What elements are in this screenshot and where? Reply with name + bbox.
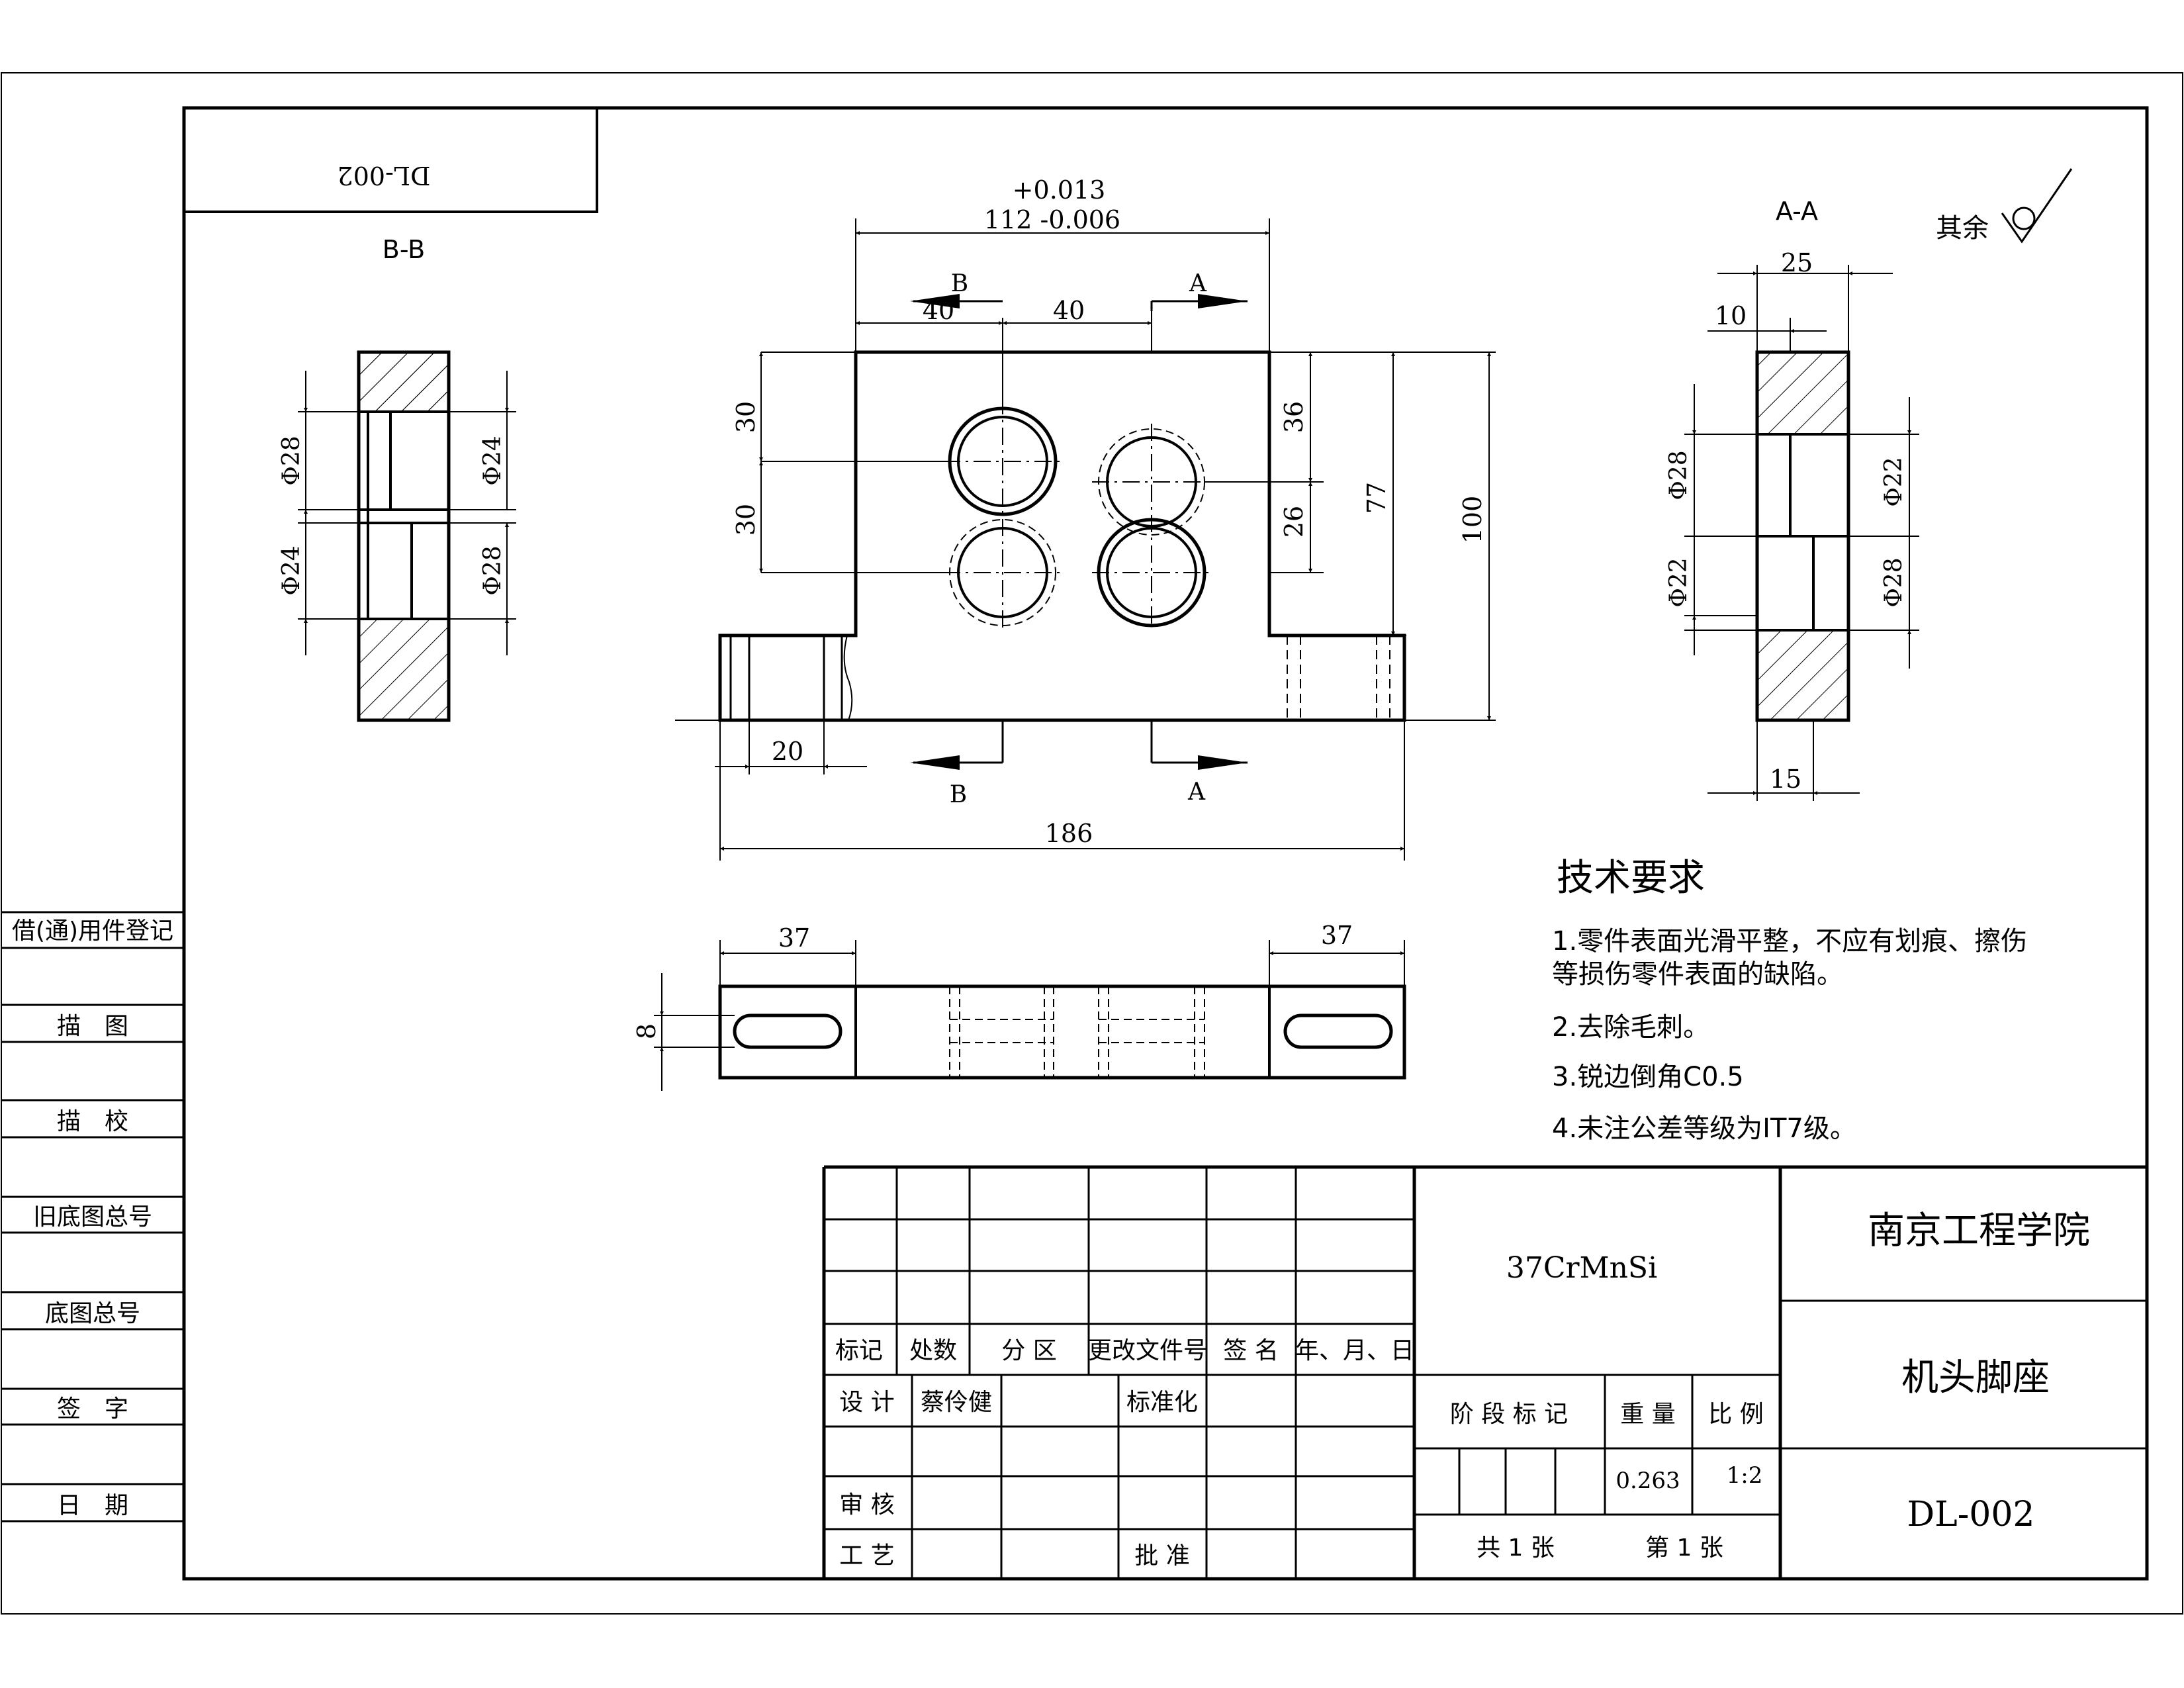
drawing-number: DL-002 — [1907, 1495, 2034, 1534]
side-cell-borrow: 借(通)用件登记 — [12, 917, 173, 945]
side-cell-trace-check: 描 校 — [57, 1108, 128, 1135]
aa-dim-phi28-bottom: Φ28 — [1880, 557, 1907, 607]
dim-186: 186 — [1045, 819, 1093, 848]
school-name: 南京工程学院 — [1868, 1209, 2090, 1252]
side-cell-old-base-no: 旧底图总号 — [33, 1203, 152, 1231]
corner-code: DL-002 — [337, 161, 430, 190]
total-sheets: 共 1 张 — [1477, 1534, 1555, 1562]
aa-dim-15: 15 — [1770, 765, 1801, 794]
dim-30-lower: 30 — [731, 504, 760, 536]
tech-req-line1a: 1.零件表面光滑平整，不应有划痕、擦伤 — [1552, 926, 2027, 957]
dim-77: 77 — [1362, 482, 1391, 514]
outer-border — [1, 72, 2183, 1615]
side-cell-date: 日 期 — [57, 1492, 128, 1519]
front-view — [675, 218, 1496, 861]
dim-40-middle: 40 — [1053, 296, 1085, 325]
aa-dim-25: 25 — [1781, 248, 1813, 277]
weight-value: 0.263 — [1615, 1468, 1680, 1494]
drawing-frame — [182, 106, 2149, 1581]
stage-mark-label: 阶 段 标 记 — [1450, 1401, 1568, 1428]
dim-30-upper: 30 — [731, 401, 760, 433]
tech-req-title: 技术要求 — [1557, 857, 1705, 900]
tech-req-line4: 4.未注公差等级为IT7级。 — [1552, 1113, 1856, 1144]
dim-26: 26 — [1279, 506, 1308, 538]
side-cell-signature: 签 字 — [57, 1395, 128, 1423]
bb-dim-phi28-top: Φ28 — [278, 436, 305, 485]
scale-label: 比 例 — [1708, 1401, 1763, 1428]
title-block — [822, 1165, 2147, 1579]
top-dim-37-left: 37 — [778, 923, 810, 953]
section-mark-a-bottom: A — [1187, 778, 1206, 806]
top-view — [654, 940, 1406, 1091]
dim-100: 100 — [1458, 496, 1487, 544]
aa-dim-phi22-bottom: Φ22 — [1665, 557, 1692, 607]
aa-dim-phi22-top: Φ22 — [1880, 457, 1907, 506]
dim-tolerance-upper: +0.013 — [1013, 175, 1106, 205]
rev-header-date: 年、月、日 — [1295, 1337, 1414, 1364]
side-registration-table — [1, 911, 184, 1523]
surface-note-text: 其余 — [1936, 213, 1989, 244]
section-mark-b-bottom: B — [950, 781, 967, 808]
surface-roughness-note: 其余 — [1936, 168, 2073, 244]
tech-req-line1b: 等损伤零件表面的缺陷。 — [1552, 959, 1843, 990]
bb-dim-phi28-bottom: Φ28 — [479, 545, 506, 595]
technical-requirements: 技术要求 1.零件表面光滑平整，不应有划痕、擦伤 等损伤零件表面的缺陷。 2.去… — [1552, 857, 2027, 1144]
tech-req-line2: 2.去除毛刺。 — [1552, 1012, 1709, 1043]
rev-header-mark: 标记 — [835, 1337, 883, 1364]
bb-dim-phi24-top: Φ24 — [479, 436, 506, 485]
scale-value: 1:2 — [1727, 1462, 1763, 1489]
part-name: 机头脚座 — [1901, 1356, 2050, 1399]
side-cell-trace: 描 图 — [57, 1013, 128, 1040]
slot-left — [733, 1013, 842, 1049]
rev-header-count: 处数 — [909, 1337, 957, 1364]
slot-right — [1283, 1013, 1393, 1049]
view-label-bb: B-B — [383, 235, 426, 264]
designer-name: 蔡伶健 — [921, 1389, 992, 1416]
bb-dim-phi24-bottom: Φ24 — [278, 545, 305, 595]
standardize-label: 标准化 — [1126, 1389, 1198, 1416]
section-view-bb — [298, 350, 516, 722]
tech-req-line3: 3.锐边倒角C0.5 — [1552, 1062, 1744, 1092]
weight-label: 重 量 — [1620, 1401, 1675, 1428]
side-cell-base-no: 底图总号 — [45, 1300, 140, 1327]
design-label: 设 计 — [839, 1389, 894, 1416]
rev-header-change-doc: 更改文件号 — [1088, 1337, 1207, 1364]
section-mark-a-top: A — [1189, 270, 1207, 297]
aa-dim-phi28-top: Φ28 — [1665, 450, 1692, 500]
view-label-aa: A-A — [1776, 197, 1818, 226]
dim-112-tolerance: 112 -0.006 — [984, 205, 1120, 234]
dim-20: 20 — [772, 737, 803, 766]
top-dim-37-right: 37 — [1321, 921, 1353, 950]
top-dim-8: 8 — [632, 1023, 661, 1039]
aa-dim-10: 10 — [1715, 301, 1747, 330]
rev-header-sign: 签 名 — [1223, 1337, 1278, 1364]
rev-header-zone: 分 区 — [1001, 1337, 1056, 1364]
dim-36: 36 — [1279, 401, 1308, 433]
section-mark-b-top: B — [951, 270, 968, 297]
dim-40-left: 40 — [923, 296, 954, 325]
section-view-aa — [1684, 265, 1919, 801]
material: 37CrMnSi — [1506, 1251, 1657, 1285]
process-label: 工 艺 — [839, 1542, 894, 1570]
approve-label: 批 准 — [1134, 1542, 1189, 1570]
sheet-number: 第 1 张 — [1645, 1534, 1723, 1562]
review-label: 审 核 — [839, 1491, 894, 1519]
corner-code-box: DL-002 — [183, 107, 598, 213]
